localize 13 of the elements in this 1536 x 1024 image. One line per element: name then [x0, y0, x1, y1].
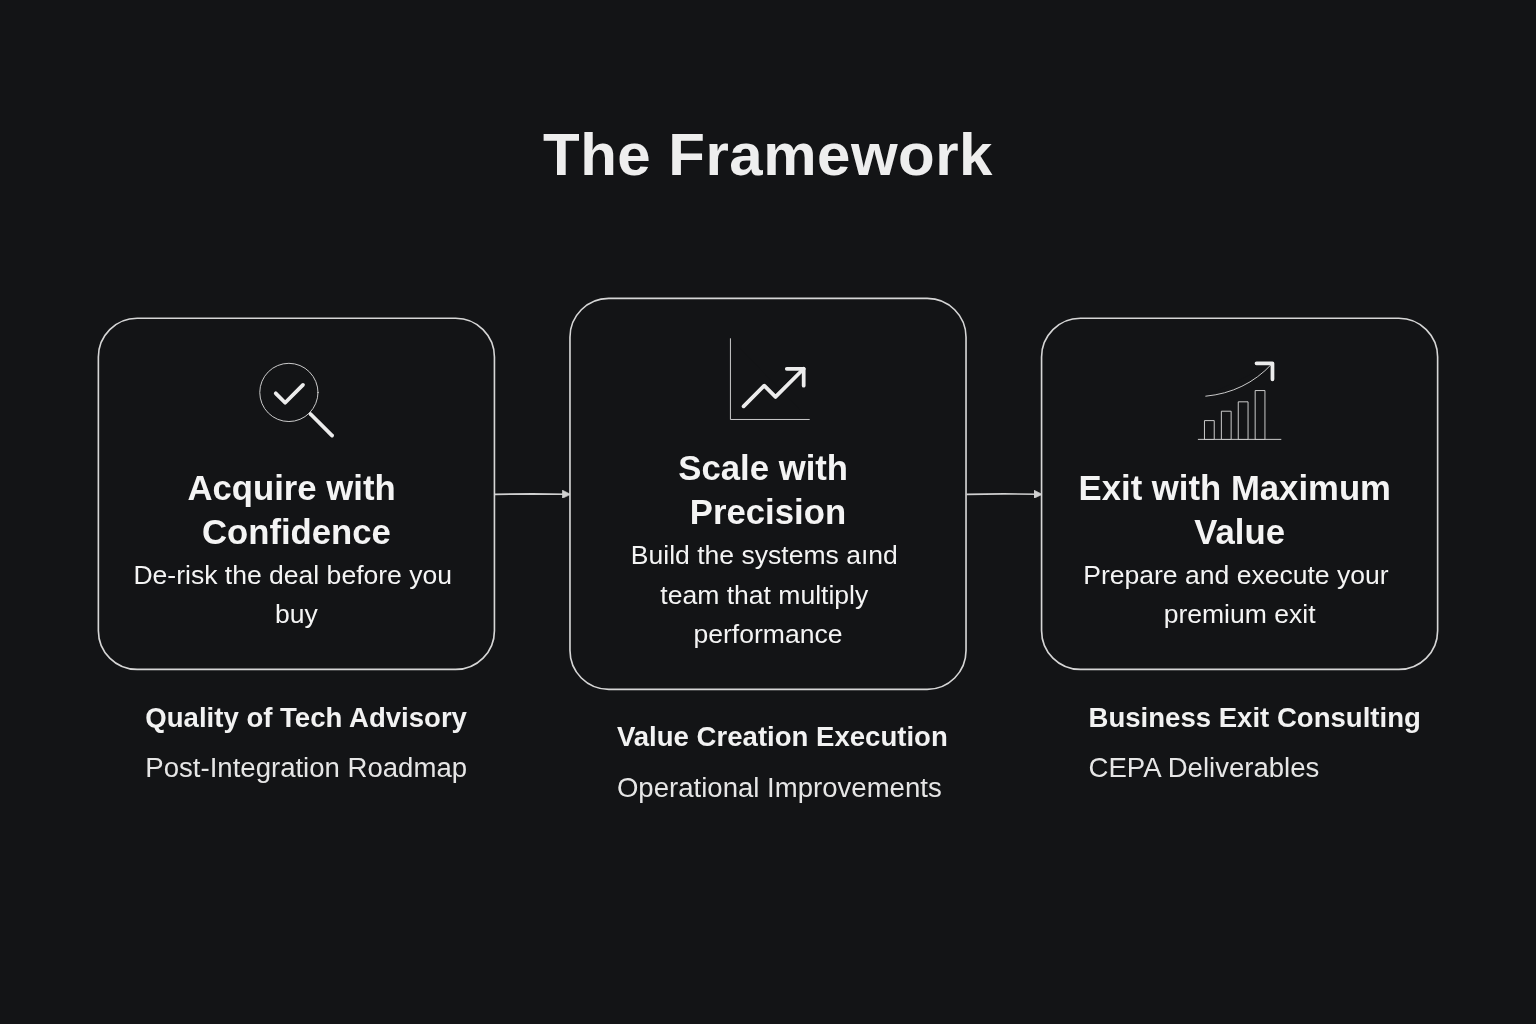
step-title: Acquire with Confidence — [187, 468, 397, 551]
service-text: CEPA Deliverables — [1088, 751, 1320, 785]
step-title: Exit with Maximum Value — [1078, 468, 1392, 551]
service-title: Quality of Tech Advisory — [145, 701, 467, 735]
service-text: Operational Improvements — [616, 771, 942, 805]
service-title: Value Creation Execution — [616, 721, 948, 755]
service-text: Post-Integration Roadmap — [145, 751, 468, 785]
step-title: Scale with Precision — [678, 448, 850, 532]
step-description: Prepare and execute your premium exit — [1083, 559, 1390, 630]
service-title: Business Exit Consulting — [1088, 701, 1421, 735]
step-description: De-risk the deal before you buy — [133, 559, 454, 630]
step-description: Build the systems aınd team that multiply performance — [630, 539, 899, 650]
diagram-title: The Framework — [543, 120, 993, 189]
